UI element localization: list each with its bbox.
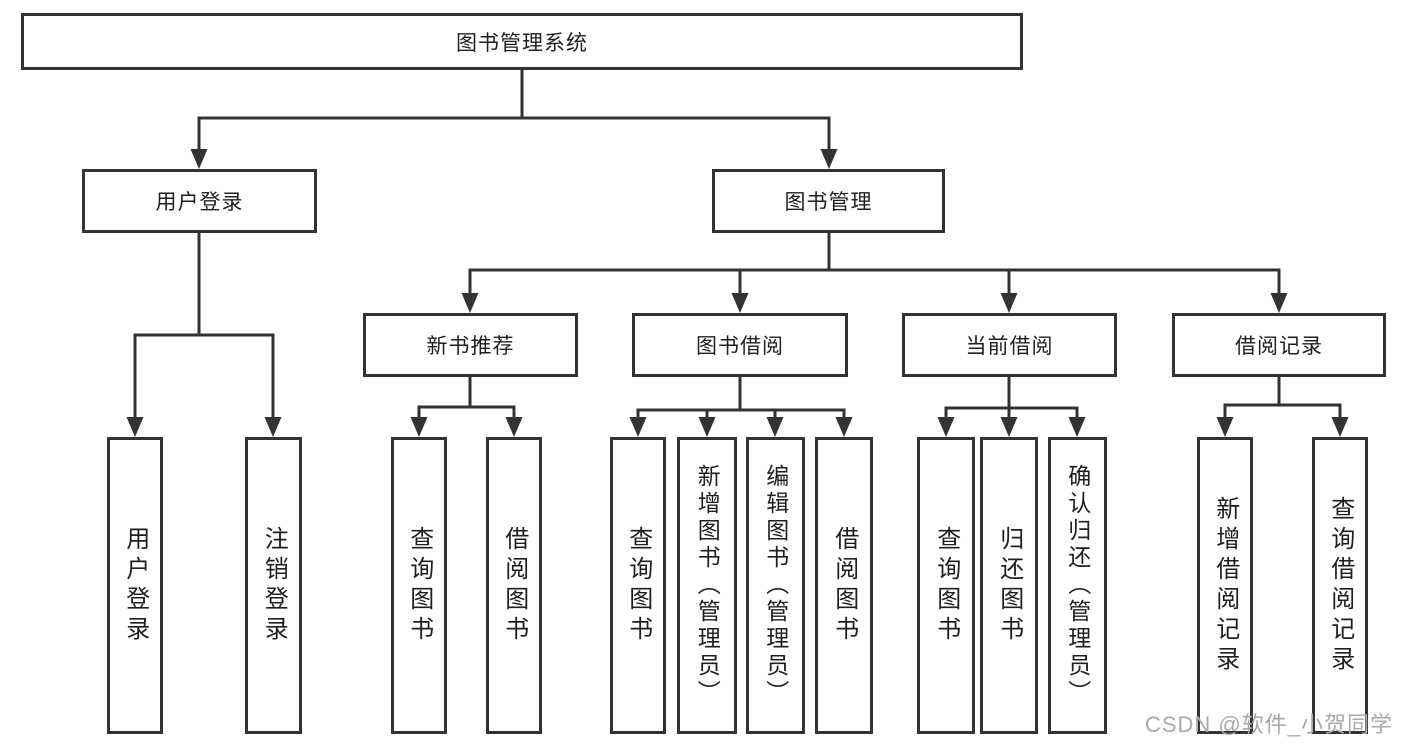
node-new-books: 新书推荐 <box>363 313 578 377</box>
node-current-borrow: 当前借阅 <box>902 313 1117 377</box>
leaf-add-books-admin: 新增图书（管理员） <box>677 437 737 734</box>
node-borrow-records: 借阅记录 <box>1172 313 1386 377</box>
leaf-return-books: 归还图书 <box>980 437 1038 734</box>
leaf-logout: 注销登录 <box>245 437 302 734</box>
leaf-query-books-2: 查询图书 <box>610 437 666 734</box>
leaf-confirm-return-admin: 确认归还（管理员） <box>1048 437 1107 734</box>
leaf-user-login: 用户登录 <box>107 437 163 734</box>
leaf-query-borrow-record: 查询借阅记录 <box>1312 437 1368 734</box>
leaf-borrow-books-2: 借阅图书 <box>815 437 873 734</box>
node-book-borrow: 图书借阅 <box>632 313 848 377</box>
node-user-login: 用户登录 <box>82 169 317 233</box>
leaf-query-books-3: 查询图书 <box>917 437 975 734</box>
leaf-query-books-1: 查询图书 <box>391 437 447 734</box>
csdn-watermark: CSDN @软件_小贺同学 <box>1144 712 1393 737</box>
node-book-management: 图书管理 <box>712 169 945 233</box>
leaf-borrow-books-1: 借阅图书 <box>486 437 542 734</box>
node-root: 图书管理系统 <box>21 13 1023 70</box>
leaf-add-borrow-record: 新增借阅记录 <box>1197 437 1253 734</box>
leaf-edit-books-admin: 编辑图书（管理员） <box>746 437 805 734</box>
